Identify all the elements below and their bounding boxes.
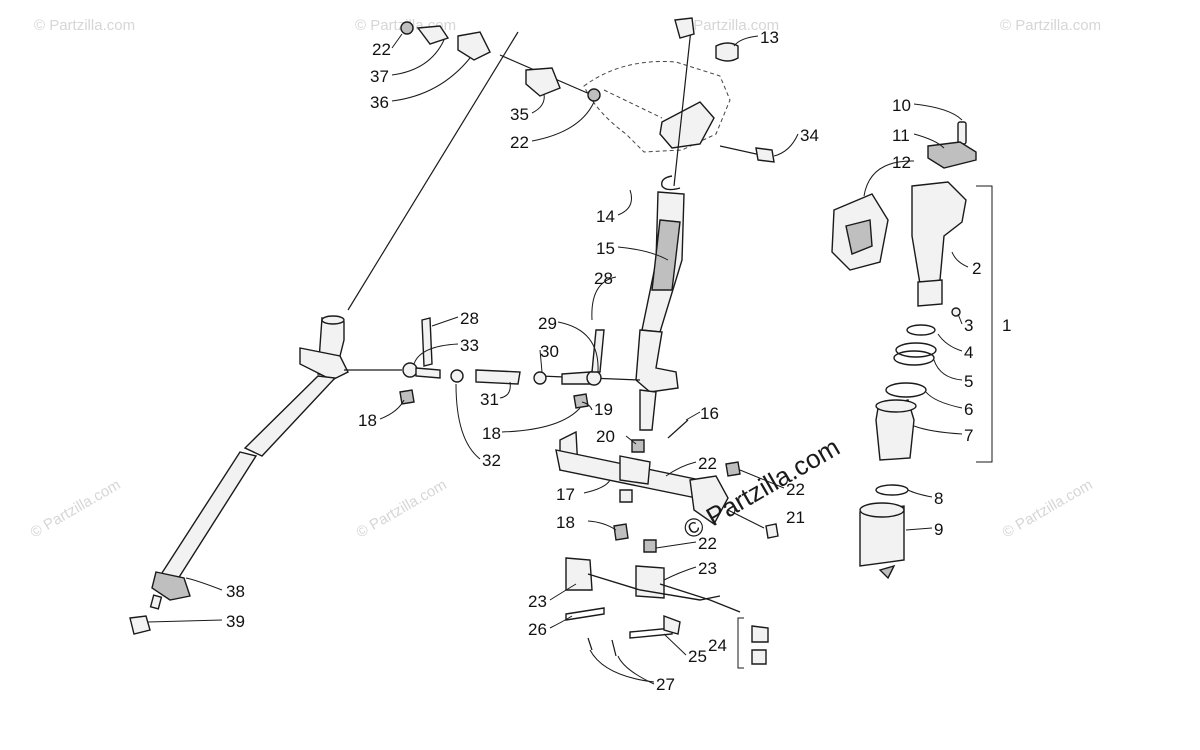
callout-11: 11 bbox=[892, 126, 910, 145]
watermark: © Partzilla.com bbox=[28, 476, 124, 541]
callout-9: 9 bbox=[934, 520, 943, 539]
callout-23: 23 bbox=[528, 592, 547, 611]
callout-22: 22 bbox=[372, 40, 391, 59]
callout-32: 32 bbox=[482, 451, 501, 470]
callout-26: 26 bbox=[528, 620, 547, 639]
callout-17: 17 bbox=[556, 485, 575, 504]
callout-36: 36 bbox=[370, 93, 389, 112]
callout-labels: 22 37 36 35 22 13 34 14 15 28 28 33 29 3… bbox=[226, 28, 1011, 694]
callout-31: 31 bbox=[480, 390, 499, 409]
callout-20: 20 bbox=[596, 427, 615, 446]
callout-22: 22 bbox=[510, 133, 529, 152]
callout-1: 1 bbox=[1002, 316, 1011, 335]
callout-10: 10 bbox=[892, 96, 911, 115]
callout-12: 12 bbox=[892, 153, 911, 172]
callout-27: 27 bbox=[656, 675, 675, 694]
callout-33: 33 bbox=[460, 336, 479, 355]
steering-column-15 bbox=[539, 191, 685, 431]
callout-35: 35 bbox=[510, 105, 529, 124]
watermark: © Partzilla.com bbox=[678, 17, 779, 34]
watermark: © Partzilla.com bbox=[354, 476, 450, 541]
steering-post-38 bbox=[129, 31, 519, 635]
callout-30: 30 bbox=[540, 342, 559, 361]
callout-3: 3 bbox=[964, 316, 973, 335]
watermark: © Partzilla.com bbox=[34, 17, 135, 34]
callout-15: 15 bbox=[596, 239, 615, 258]
callout-25: 25 bbox=[688, 647, 707, 666]
watermark: © Partzilla.com bbox=[1000, 476, 1096, 541]
callout-34: 34 bbox=[800, 126, 819, 145]
callout-leaders bbox=[147, 33, 969, 685]
callout-6: 6 bbox=[964, 400, 973, 419]
callout-37: 37 bbox=[370, 67, 389, 86]
column-assembly-1 bbox=[831, 121, 993, 580]
callout-2: 2 bbox=[972, 259, 981, 278]
callout-13: 13 bbox=[760, 28, 779, 47]
callout-22: 22 bbox=[786, 480, 805, 499]
callout-18: 18 bbox=[358, 411, 377, 430]
callout-23: 23 bbox=[698, 559, 717, 578]
callout-21: 21 bbox=[786, 508, 805, 527]
callout-28: 28 bbox=[460, 309, 479, 328]
callout-16: 16 bbox=[700, 404, 719, 423]
callout-28: 28 bbox=[594, 269, 613, 288]
callout-4: 4 bbox=[964, 343, 973, 362]
callout-14: 14 bbox=[596, 207, 615, 226]
callout-5: 5 bbox=[964, 372, 973, 391]
callout-18: 18 bbox=[556, 513, 575, 532]
tie-rod-assembly bbox=[344, 317, 605, 409]
callout-38: 38 bbox=[226, 582, 245, 601]
callout-7: 7 bbox=[964, 426, 973, 445]
callout-29: 29 bbox=[538, 314, 557, 333]
callout-19: 19 bbox=[594, 400, 613, 419]
callout-24: 24 bbox=[708, 636, 727, 655]
callout-8: 8 bbox=[934, 489, 943, 508]
lower-shaft bbox=[555, 419, 779, 541]
top-linkage bbox=[400, 17, 775, 191]
callout-22: 22 bbox=[698, 454, 717, 473]
callout-18: 18 bbox=[482, 424, 501, 443]
sensor-assembly bbox=[565, 539, 769, 669]
callout-22: 22 bbox=[698, 534, 717, 553]
callout-39: 39 bbox=[226, 612, 245, 631]
watermark: © Partzilla.com bbox=[1000, 17, 1101, 34]
